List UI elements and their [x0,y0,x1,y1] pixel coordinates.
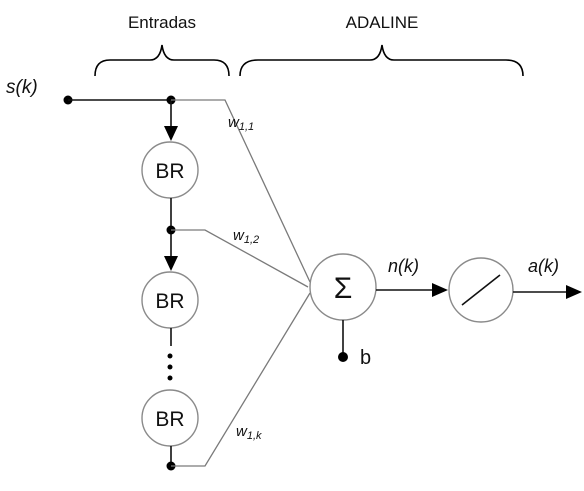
delay-block-1-label: BR [155,160,184,183]
arrow-right-icon [432,283,448,297]
weight-1-label: w1,1 [228,114,254,133]
delay-block-2-label: BR [155,290,184,313]
arrow-down-icon [164,126,178,141]
adaline-label: ADALINE [346,13,419,32]
activation-output-label: a(k) [528,256,559,276]
ellipsis-dot-3 [167,375,173,381]
delay-block-1 [141,141,199,199]
weight-k-symbol: w [236,423,248,440]
weight-line-1 [171,99,311,283]
bias-node [338,352,348,362]
ellipsis-dot-1 [167,353,173,359]
weight-line-k [171,292,311,467]
input-signal-label: s(k) [6,77,38,98]
delay-block-3 [141,389,199,447]
linear-activation-icon [461,274,501,306]
entradas-brace [94,44,230,77]
summation-symbol: Σ [334,272,353,305]
weight-k-label: w1,k [236,423,262,442]
weight-2-subscript: 1,2 [244,234,259,246]
net-output-label: n(k) [388,256,419,276]
weight-k-subscript: 1,k [247,430,262,442]
weight-line-2 [171,229,309,288]
weight-2-label: w1,2 [233,227,259,246]
weight-2-symbol: w [233,227,245,244]
arrow-right-icon [566,285,582,299]
entradas-label: Entradas [128,13,196,32]
arrow-down-icon [164,256,178,271]
ellipsis-dot-2 [167,364,173,370]
weight-1-subscript: 1,1 [239,121,254,133]
bias-label: b [360,347,371,369]
delay-block-2 [141,271,199,329]
adaline-brace [239,44,524,77]
delay-block-3-label: BR [155,408,184,431]
weight-1-symbol: w [228,114,240,131]
